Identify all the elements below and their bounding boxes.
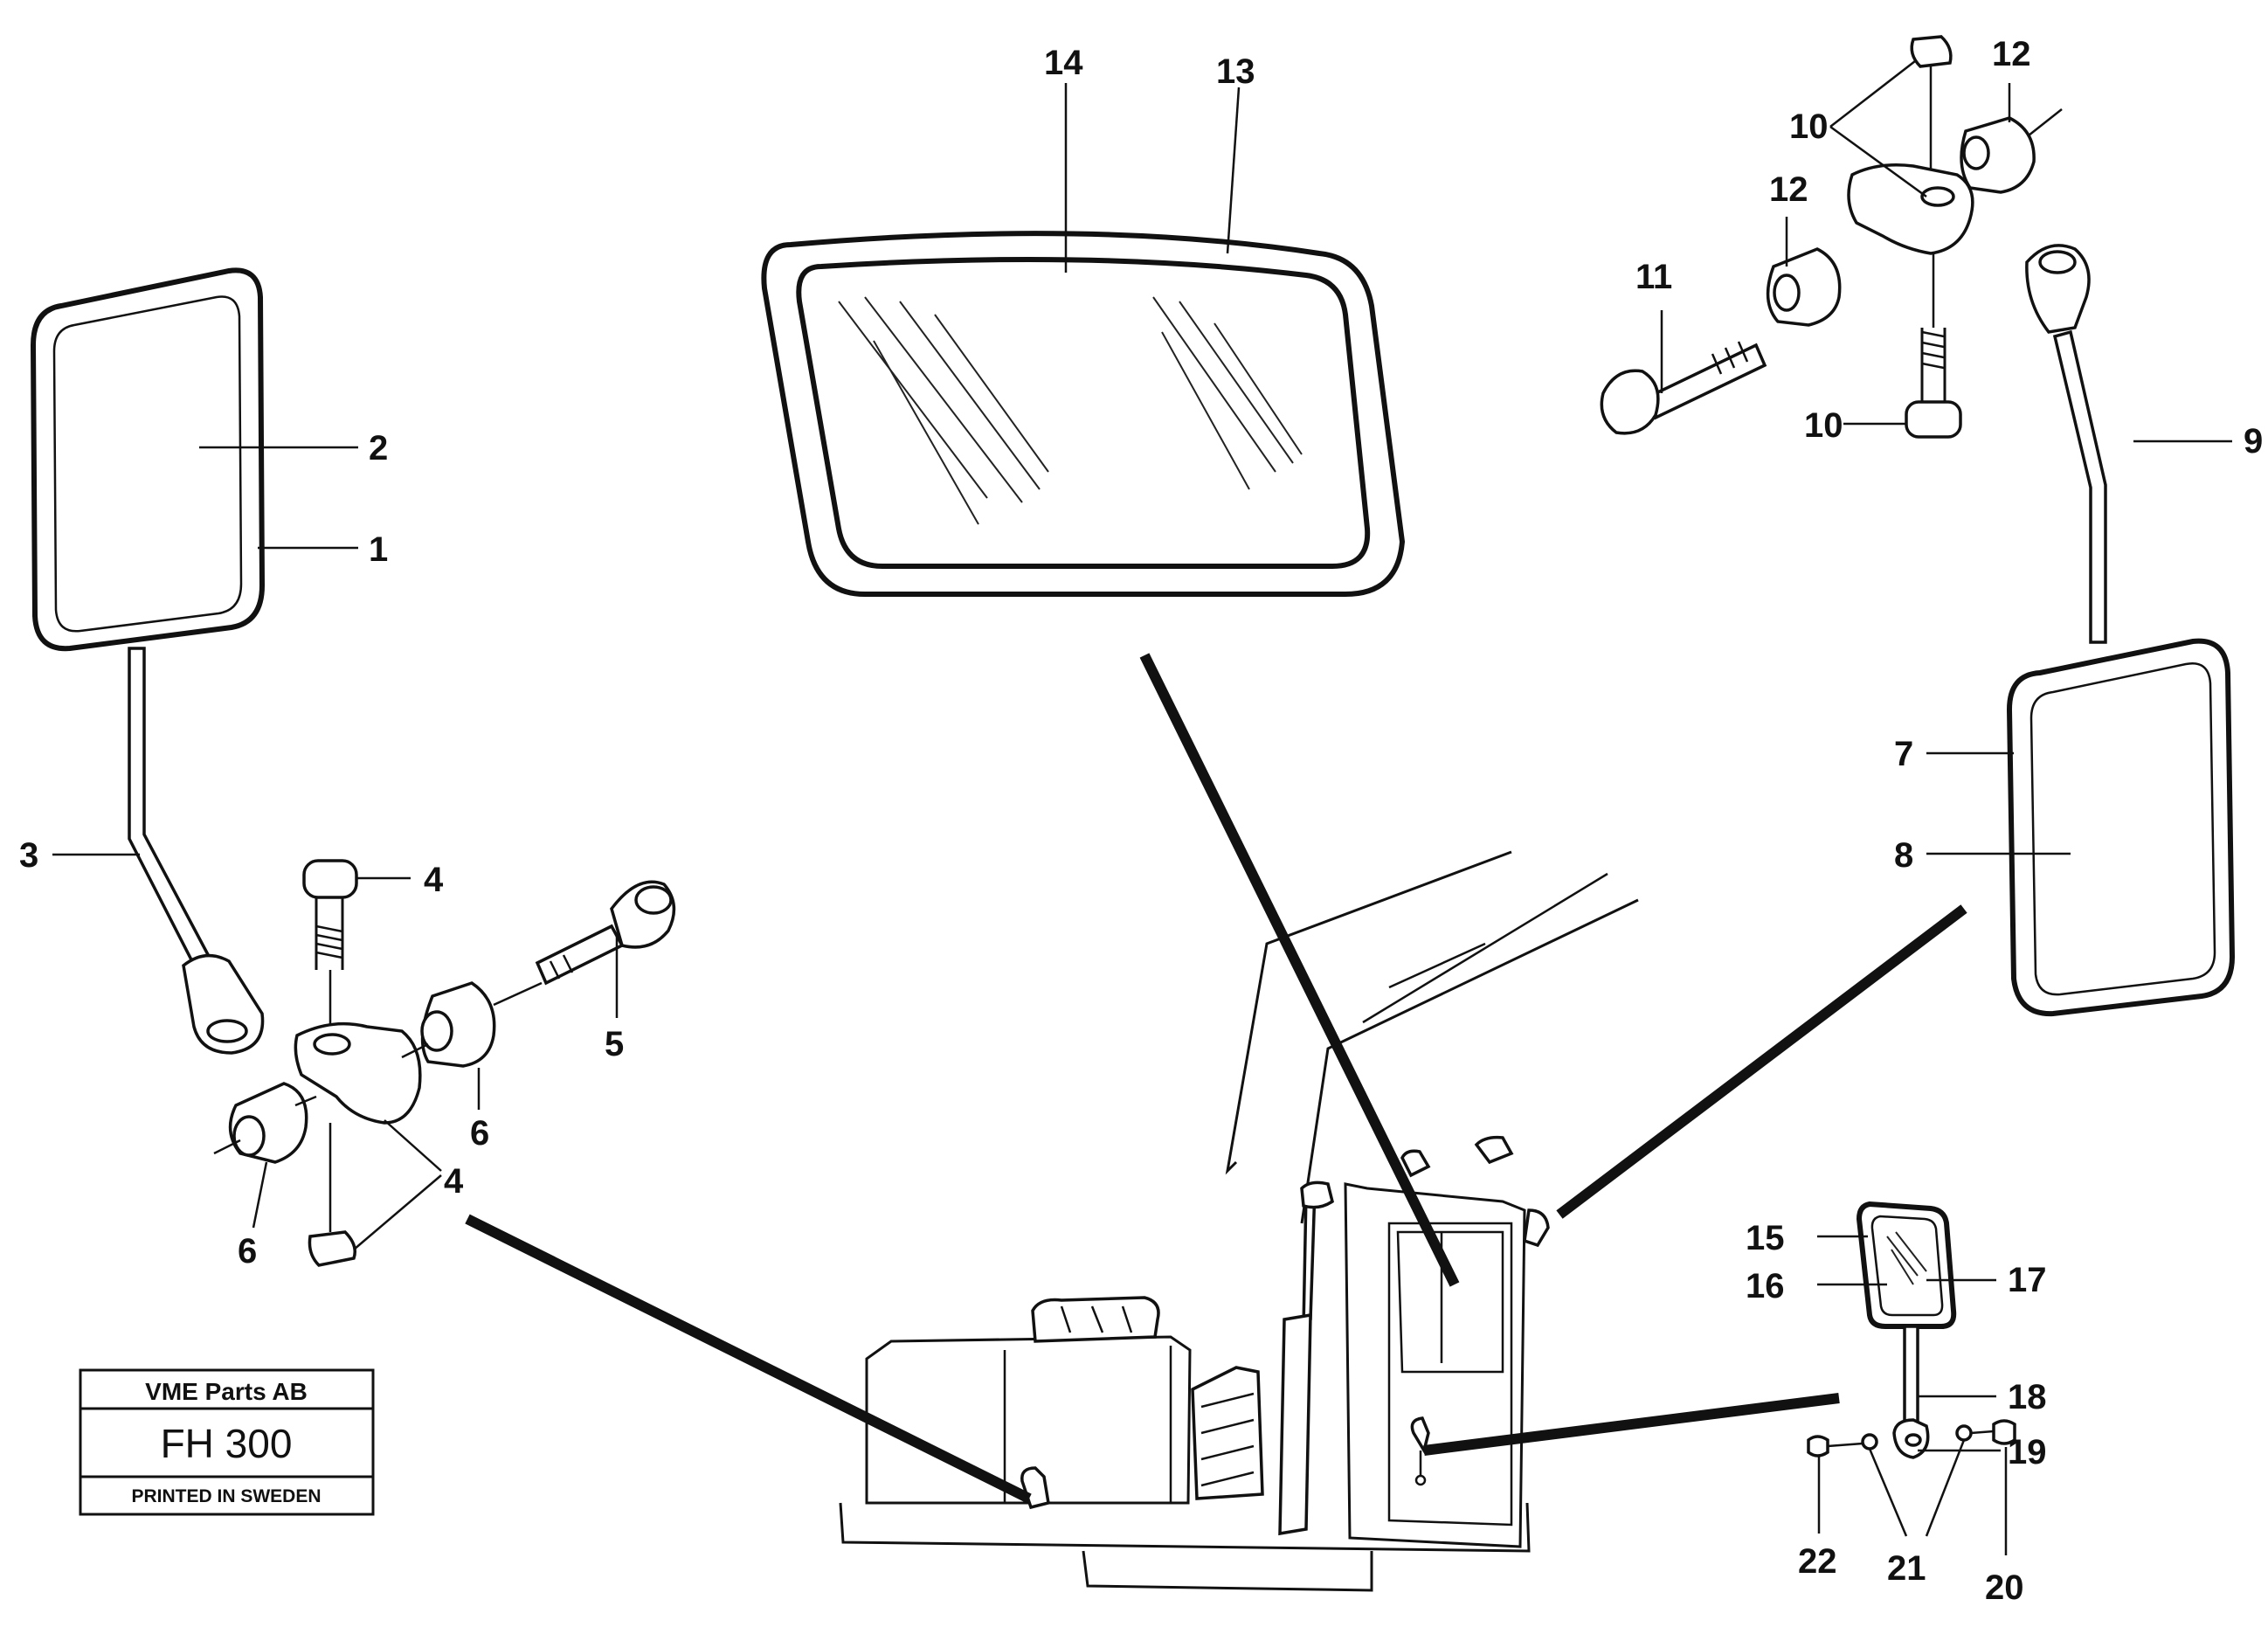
- title-block-printed: PRINTED IN SWEDEN: [131, 1486, 321, 1506]
- right-mirror-housing: [2006, 638, 2236, 1017]
- left-bracket-parts: [213, 859, 676, 1267]
- callout-13: 13: [1216, 52, 1255, 91]
- right-bracket-parts: [1600, 35, 2063, 439]
- title-block: VME Parts AB FH 300 PRINTED IN SWEDEN: [79, 1368, 375, 1516]
- callout-6-left: 6: [238, 1232, 257, 1271]
- callout-4-bottom: 4: [444, 1162, 464, 1201]
- pointer-lines: [465, 653, 1967, 1504]
- callout-5: 5: [605, 1025, 624, 1063]
- callout-7: 7: [1894, 735, 1913, 773]
- right-mirror-arm: [2052, 329, 2107, 644]
- left-mirror-housing: [30, 267, 266, 652]
- left-mirror-assembly: [30, 267, 266, 1055]
- small-mirror-assembly: [1807, 1201, 2016, 1459]
- machine-body: [839, 850, 1639, 1592]
- window-reflection-marks: [838, 296, 1303, 525]
- callout-6-right: 6: [470, 1114, 489, 1153]
- callout-22: 22: [1798, 1542, 1837, 1581]
- callout-20: 20: [1985, 1568, 2024, 1607]
- callout-18: 18: [2008, 1378, 2047, 1416]
- callout-labels: 1 2 3 4 4 5 6 6 7 8 9 10 10 11 12 12 13 …: [19, 35, 2263, 1607]
- callout-19: 19: [2008, 1433, 2047, 1471]
- rear-window-assembly: [761, 231, 1406, 597]
- right-mirror-assembly: [2006, 244, 2236, 1017]
- callout-9: 9: [2244, 422, 2263, 460]
- leader-lines: [52, 60, 2232, 1555]
- title-block-company: VME Parts AB: [145, 1378, 308, 1405]
- small-mirror-housing: [1856, 1201, 1957, 1329]
- callout-17: 17: [2008, 1261, 2047, 1299]
- callout-8: 8: [1894, 836, 1913, 875]
- left-mirror-arm: [128, 647, 214, 973]
- callout-10-bottom: 10: [1804, 406, 1843, 445]
- callout-12-left: 12: [1769, 170, 1808, 209]
- callout-3: 3: [19, 836, 38, 875]
- callout-4-top: 4: [424, 861, 444, 899]
- callout-11: 11: [1635, 258, 1672, 296]
- right-mirror-glass: [2029, 662, 2216, 996]
- callout-12-right: 12: [1992, 35, 2031, 73]
- callout-10-top: 10: [1789, 107, 1829, 146]
- callout-14: 14: [1044, 44, 1083, 82]
- window-glass: [796, 257, 1371, 569]
- callout-2: 2: [369, 429, 388, 467]
- left-mirror-glass: [52, 295, 243, 633]
- callout-21: 21: [1887, 1549, 1926, 1588]
- callout-15: 15: [1746, 1219, 1785, 1257]
- title-block-code: FH 300: [161, 1421, 293, 1466]
- callout-16: 16: [1746, 1267, 1785, 1305]
- callout-1: 1: [369, 530, 388, 569]
